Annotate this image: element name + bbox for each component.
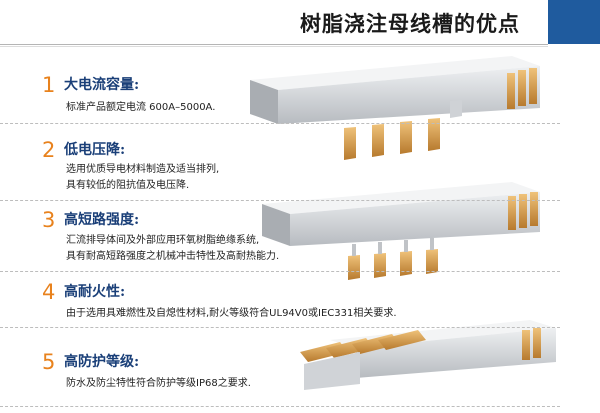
feature-title: 低电压降: [64,142,126,158]
feature-desc-line: 由于选用具难燃性及自熄性材料,耐火等级符合UL94V0或IEC331相关要求. [66,308,397,319]
feature-desc-line: 具有耐高短路强度之机械冲击特性及高耐热能力. [66,251,280,262]
feature-title: 大电流容量: [64,77,140,93]
feature-desc-line: 选用优质导电材料制造及适当排列, [66,164,220,175]
feature-title: 高防护等级: [64,354,140,370]
feature-desc-line: 标准产品额定电流 600A–5000A. [66,102,216,113]
busbar-illustration-3 [300,320,556,390]
feature-separator [0,327,560,328]
feature-desc-line: 汇流排导体间及外部应用环氧树脂绝缘系统, [66,235,260,246]
feature-desc-line: 具有较低的阻抗值及电压降. [66,180,190,191]
feature-number: 5 [42,350,56,374]
busbar-illustration-2 [262,182,540,280]
feature-number: 1 [42,73,56,97]
accent-block [548,0,600,44]
header-divider [0,44,548,45]
header-divider-light [0,46,548,47]
feature-desc-line: 防水及防尘特性符合防护等级IP68之要求. [66,378,251,389]
feature-number: 4 [42,280,56,304]
feature-title: 高耐火性: [64,284,126,300]
feature-separator [0,123,560,124]
feature-number: 2 [42,138,56,162]
feature-number: 3 [42,208,56,232]
page-title: 树脂浇注母线槽的优点 [300,11,520,36]
feature-separator [0,271,560,272]
feature-separator [0,200,560,201]
busbar-illustration-1 [250,56,540,160]
feature-title: 高短路强度: [64,212,140,228]
feature-separator [0,406,560,407]
